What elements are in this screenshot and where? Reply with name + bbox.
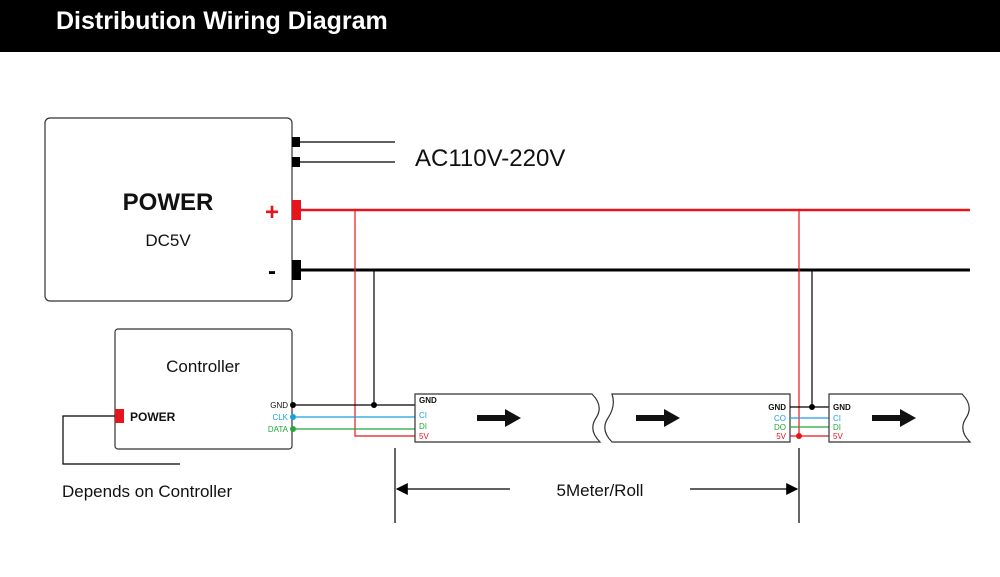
strip3-5v-label: 5V (833, 432, 843, 441)
strip1-di-label: DI (419, 422, 427, 431)
controller-power-wire (62, 415, 180, 465)
strip2-direction-arrow (636, 409, 680, 427)
header-bar: Distribution Wiring Diagram (0, 0, 1000, 52)
page-title: Distribution Wiring Diagram (56, 7, 388, 35)
dimension-label: 5Meter/Roll (557, 481, 644, 500)
strip3-direction-arrow (872, 409, 916, 427)
positive-drop-1 (354, 210, 415, 437)
controller-power-terminal (115, 409, 124, 423)
controller-note: Depends on Controller (62, 482, 232, 501)
power-junction-2 (796, 433, 802, 439)
ac-terminal-2 (292, 157, 300, 167)
strip2-5v-label: 5V (776, 432, 786, 441)
led-strip-2 (604, 393, 791, 443)
strip1-direction-arrow (477, 409, 521, 427)
strip3-di-label: DI (833, 423, 841, 432)
strip1-gnd-label: GND (419, 396, 437, 405)
gnd-junction-2 (809, 404, 815, 410)
strip1-5v-label: 5V (419, 432, 429, 441)
positive-terminal (292, 200, 301, 220)
controller-clk-pin (290, 414, 296, 420)
strip2-do-label: DO (774, 423, 786, 432)
negative-terminal (292, 260, 301, 280)
controller-box (114, 328, 293, 450)
strip3-ci-label: CI (833, 414, 841, 423)
controller-clk-label: CLK (272, 413, 288, 422)
gnd-junction-1 (371, 402, 377, 408)
controller-data-pin (290, 426, 296, 432)
plus-sign: + (265, 199, 279, 226)
power-title: POWER (123, 189, 214, 216)
ac-input-label: AC110V-220V (415, 145, 565, 172)
controller-gnd-pin (290, 402, 296, 408)
strip2-co-label: CO (774, 414, 786, 423)
controller-title: Controller (166, 357, 240, 376)
controller-power-label: POWER (130, 410, 176, 424)
ac-terminal-1 (292, 137, 300, 147)
minus-sign: - (268, 258, 276, 285)
strip3-gnd-label: GND (833, 403, 851, 412)
strip2-gnd-label: GND (768, 403, 786, 412)
power-voltage: DC5V (145, 231, 191, 250)
strip1-ci-label: CI (419, 411, 427, 420)
controller-gnd-label: GND (270, 401, 288, 410)
controller-data-label: DATA (268, 425, 289, 434)
